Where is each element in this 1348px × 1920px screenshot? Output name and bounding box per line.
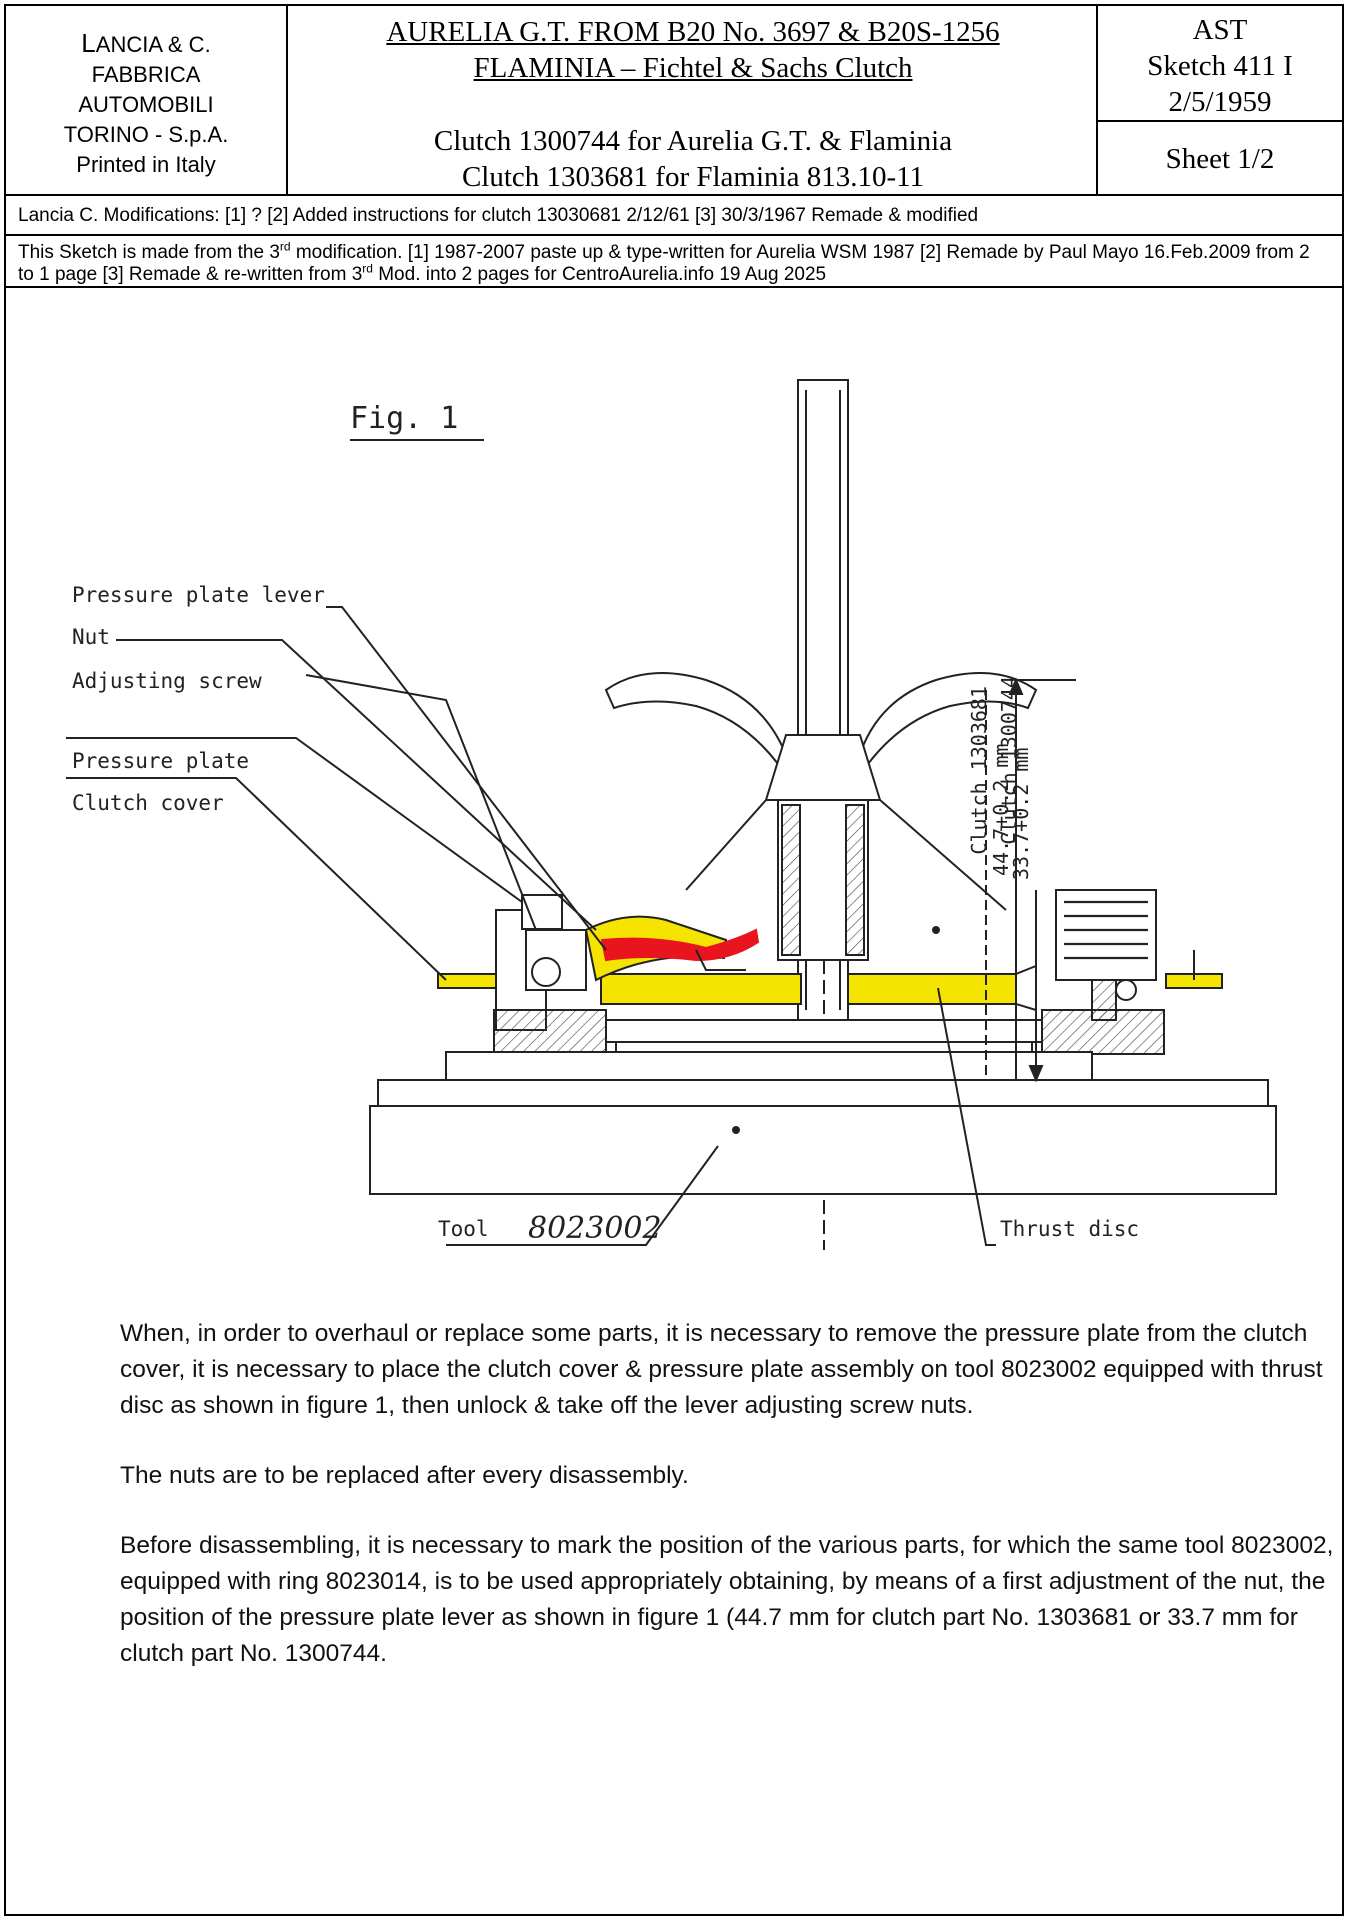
label-adjusting-screw: Adjusting screw [72,669,262,693]
company-line3: AUTOMOBILI [78,92,214,117]
company-name: ANCIA & C. [95,32,211,57]
title-line3: Clutch 1300744 for Aurelia G.T. & Flamin… [433,125,953,157]
clutch-diagram: Fig. 1 [66,379,1277,1250]
paragraph-3: Before disassembling, it is necessary to… [120,1532,1334,1667]
label-clutch-1300744: Clutch 1300744 [997,676,1021,845]
figure-1: Fig. 1 [6,290,1342,1290]
figure-title: Fig. 1 [350,401,458,436]
label-pressure-plate-lever: Pressure plate lever [72,583,325,607]
ref-ast: AST [1192,14,1248,46]
ref-date: 2/5/1959 [1168,86,1272,118]
body-text: When, in order to overhaul or replace so… [120,1316,1340,1706]
company-line5: Printed in Italy [76,152,216,177]
header: LANCIA & C. FABBRICA AUTOMOBILI TORINO -… [6,6,1342,196]
paragraph-1: When, in order to overhaul or replace so… [120,1320,1323,1419]
company-block: LANCIA & C. FABBRICA AUTOMOBILI TORINO -… [6,6,288,194]
reference-block: AST Sketch 411 I 2/5/1959 Sheet 1/2 [1098,6,1342,194]
label-clutch-1303681: Clutch 1303681 [967,686,991,855]
label-thrust-disc: Thrust disc [1000,1217,1139,1241]
label-tool-number: 8023002 [528,1211,662,1246]
document-page: LANCIA & C. FABBRICA AUTOMOBILI TORINO -… [4,4,1344,1916]
sheet-number: Sheet 1/2 [1165,143,1275,175]
title-line4: Clutch 1303681 for Flaminia 813.10-11 [461,161,925,193]
ref-sketch: Sketch 411 I [1147,50,1293,82]
company-line4: TORINO - S.p.A. [63,122,229,147]
sketch-note: This Sketch is made from the 3rd modific… [6,238,1342,288]
label-dim-44-7: 44.7+0.2 mm [989,744,1013,876]
title-line1: AURELIA G.T. FROM B20 No. 3697 & B20S-12… [386,16,1000,48]
label-dim-33-7: 33.7+0.2 mm [1009,748,1033,880]
label-clutch-cover: Clutch cover [72,791,224,815]
label-tool: Tool [438,1217,489,1241]
paragraph-2: The nuts are to be replaced after every … [120,1462,689,1489]
title-line2: FLAMINIA – Fichtel & Sachs Clutch [473,52,913,84]
title-block: AURELIA G.T. FROM B20 No. 3697 & B20S-12… [290,6,1098,194]
modifications-line: Lancia C. Modifications: [1] ? [2] Added… [6,196,1342,236]
company-initial: L [81,28,96,58]
label-nut: Nut [72,625,110,649]
label-pressure-plate: Pressure plate [72,749,249,773]
company-line2: FABBRICA [91,62,201,87]
